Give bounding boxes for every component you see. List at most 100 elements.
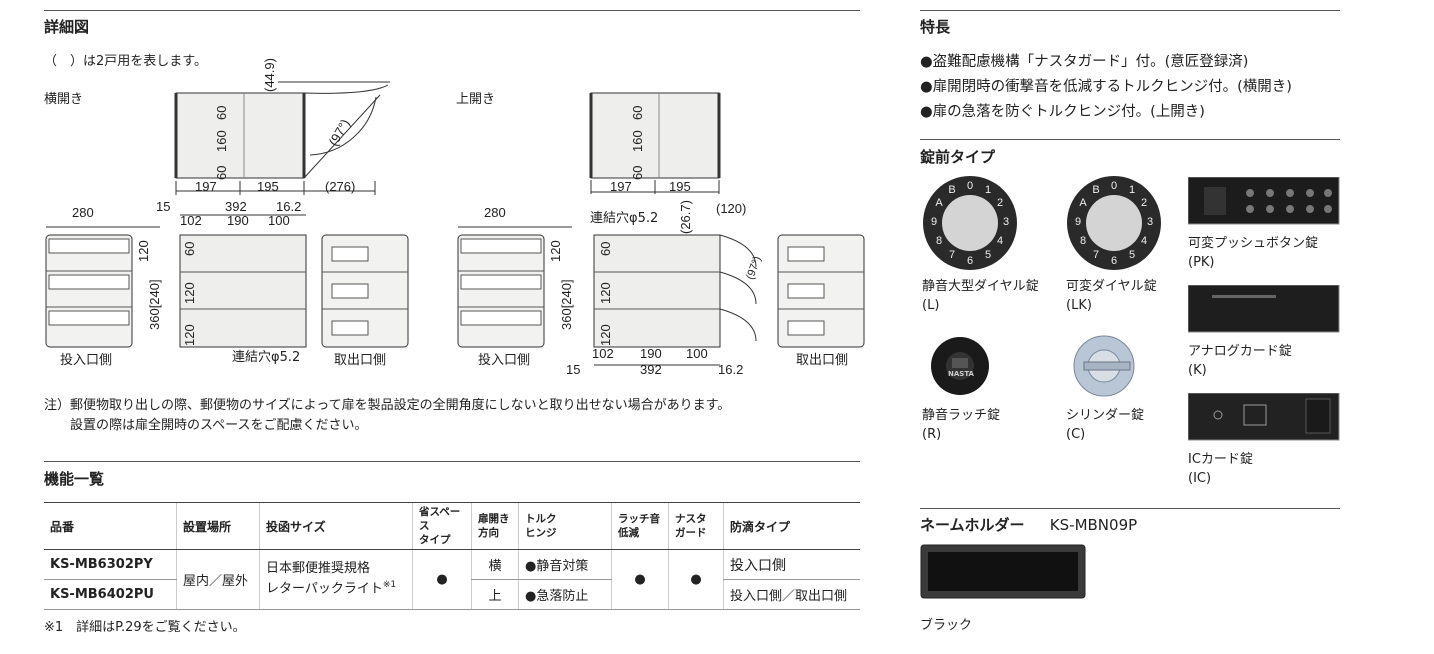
front-dim-280: 280 [72,205,94,220]
up-dim-120-a: 120 [548,240,563,262]
table-row: KS-MB6302PY 屋内／屋外 日本郵便推奨規格 レターパックライト※1 ●… [44,549,860,610]
up-dim-102: 102 [592,346,614,361]
nameholder-title-text: ネームホルダー [920,516,1025,534]
up-open-front-views [457,226,865,366]
up-dim-120-b: 120 [598,282,613,304]
size-note: ※1 [382,580,397,591]
svg-text:5: 5 [1129,249,1135,261]
drip-cell: 投入口側／取出口側 [723,579,860,610]
lock-c-label: シリンダー錠 (C) [1066,406,1144,444]
tokucho-title: 特長 [920,18,951,36]
feature-item: ●扉の急落を防ぐトルクヒンジ付。(上開き) [920,104,1205,120]
svg-text:8: 8 [1080,235,1086,247]
svg-text:0: 0 [967,180,973,192]
table-row: KS-MB6402PU 上 ●急落防止 投入口側／取出口側 [44,579,860,610]
front-dim-15: 15 [156,199,171,214]
hole-label-side: 連結穴φ5.2 [232,350,301,365]
col-drip: 防滴タイプ [723,502,860,550]
size-text: 日本郵便推奨規格 レターパックライト [266,561,383,597]
front-dim-16-2: 16.2 [276,199,302,214]
lock-pk-name: 可変プッシュボタン錠 [1188,236,1319,251]
dir-cell: 横 [471,549,519,580]
up-dim-100: 100 [686,346,708,361]
up-dim-60-b: 60 [630,165,645,180]
push-button-lock-icon [1188,177,1340,225]
svg-text:4: 4 [1141,235,1147,247]
latch-cell: ● [611,549,669,610]
size-cell: 日本郵便推奨規格 レターパックライト※1 [259,549,413,610]
up-front-dim-280: 280 [484,205,506,220]
nameholder-model: KS-MBN09P [1049,516,1138,534]
up-dim-190: 190 [640,346,662,361]
up-dim-392: 392 [640,362,662,377]
insert-side-label: 投入口側 [60,353,113,368]
dim-60-b: 60 [214,165,229,180]
svg-text:9: 9 [931,216,937,228]
place-cell: 屋内／屋外 [176,549,260,610]
svg-text:1: 1 [985,184,991,196]
lock-r-label: 静音ラッチ錠 (R) [922,406,1000,444]
dim-276: (276) [325,179,356,194]
latch-brand-text: NASTA [948,370,974,378]
svg-text:A: A [1079,197,1087,209]
front-dim-190: 190 [227,213,249,228]
lock-ic-code: (IC) [1188,471,1212,486]
dim-197: 197 [195,179,217,194]
col-place: 設置場所 [176,502,260,550]
svg-text:4: 4 [997,235,1003,247]
svg-text:6: 6 [1111,255,1117,267]
lock-k-label: アナログカード錠 (K) [1188,342,1292,380]
up-dim-26-7: (26.7) [678,200,693,234]
up-dim-120-c: 120 [598,324,613,346]
space-cell: ● [412,549,472,610]
lock-l-code: (L) [922,298,940,313]
lock-lk-name: 可変ダイヤル錠 [1066,279,1157,294]
up-dim-16-2: 16.2 [718,362,744,377]
svg-text:5: 5 [985,249,991,261]
dir-cell: 上 [471,579,519,610]
dim-195: 195 [257,179,279,194]
side-open-top-view [174,81,390,195]
cylinder-lock-icon [1073,335,1135,397]
silent-latch-lock-icon [931,337,989,395]
locks-title: 錠前タイプ [920,148,996,166]
lock-r-code: (R) [922,427,942,442]
svg-text:2: 2 [1141,197,1147,209]
front-dim-120-b: 120 [182,282,197,304]
up-open-top-view [589,92,721,194]
ic-card-lock-icon [1188,393,1340,441]
up-dim-60: 60 [598,241,613,256]
lock-c-name: シリンダー錠 [1066,408,1145,423]
col-latch: ラッチ音 低減 [611,502,669,550]
svg-text:9: 9 [1075,216,1081,228]
torque-cell: ●急落防止 [518,579,612,610]
analog-card-lock-icon [1188,285,1340,333]
model-cell: KS-MB6402PU [44,579,177,610]
right-top-rule [920,10,1340,11]
col-torque: トルク ヒンジ [518,502,612,550]
svg-text:2: 2 [997,197,1003,209]
col-dir: 扉開き 方向 [471,502,519,550]
table-header-row: 品番 設置場所 投函サイズ 省スペース タイプ 扉開き 方向 トルク ヒンジ ラ… [44,502,860,550]
up-take-label: 取出口側 [796,353,849,368]
locks-rule [920,139,1340,140]
nameholder-color: ブラック [920,618,973,633]
lock-lk-code: (LK) [1066,298,1092,313]
svg-text:7: 7 [949,249,955,261]
lock-ic-label: ICカード錠 (IC) [1188,450,1253,488]
note-2unit: （ ）は2戸用を表します。 [44,54,207,69]
front-dim-102: 102 [180,213,202,228]
lock-l-name: 静音大型ダイヤル錠 [922,279,1039,294]
lock-k-name: アナログカード錠 [1188,344,1292,359]
lock-l-label: 静音大型ダイヤル錠 (L) [922,277,1039,315]
front-dim-60: 60 [182,241,197,256]
up-dim-160: 160 [630,130,645,152]
take-side-label: 取出口側 [334,353,387,368]
note-line-1: 注）郵便物取り出しの際、郵便物のサイズによって扉を製品設定の全開角度にしないと取… [44,398,731,413]
svg-text:B: B [948,184,955,196]
up-insert-label: 投入口側 [478,353,531,368]
label-top-open: 上開き [456,92,496,107]
lock-k-code: (K) [1188,363,1207,378]
